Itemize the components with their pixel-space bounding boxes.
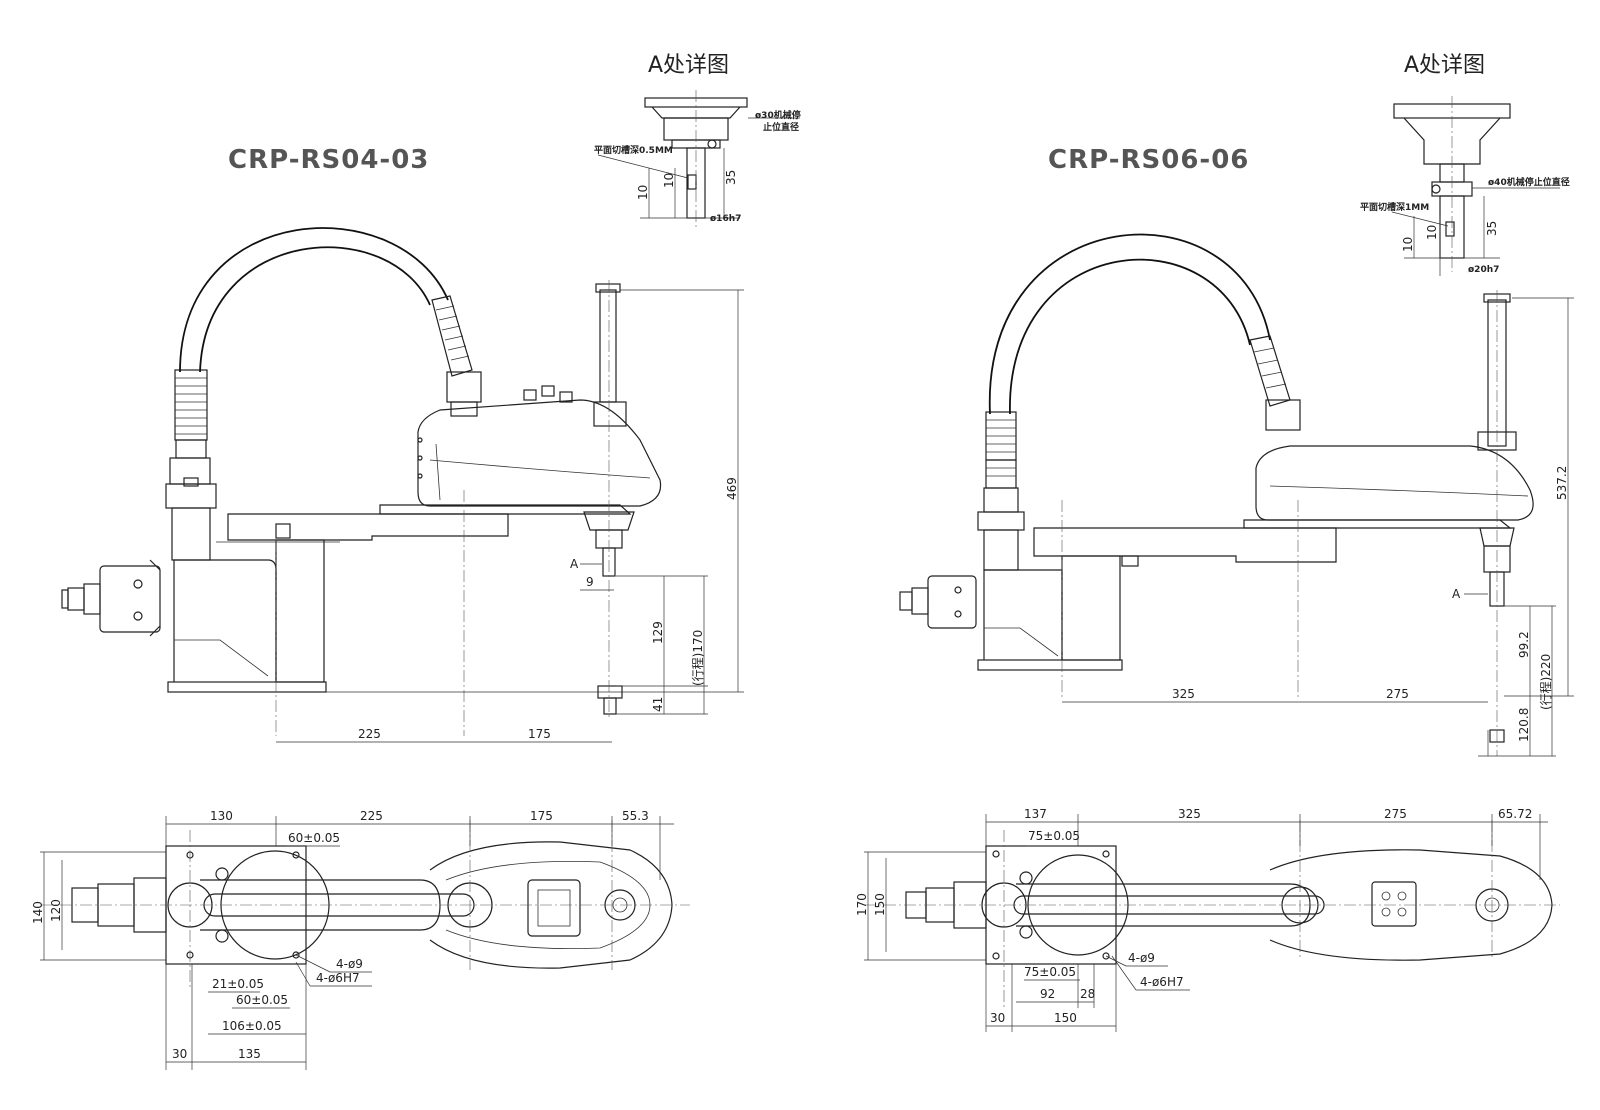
left-detail-title: A处详图 [648,53,729,78]
right-top-dim-150: 150 [873,893,887,916]
right-dim-5372: 537.2 [1555,466,1569,500]
right-detail-dim-35: 35 [1485,221,1499,236]
left-top-dim-135: 135 [238,1047,261,1061]
left-dim-stroke: (行程)170 [690,630,705,686]
right-top-dim-30: 30 [990,1011,1005,1025]
right-top-dim-28: 28 [1080,987,1095,1001]
right-top-hole-6: 4-ø6H7 [1140,975,1184,989]
right-top-dim-137: 137 [1024,807,1047,821]
left-stop-note-2: 止位直径 [763,121,799,133]
left-dim-129: 129 [651,621,665,644]
left-top-hole-9: 4-ø9 [336,957,363,971]
left-top-dim-130: 130 [210,809,233,823]
left-top-hole-6: 4-ø6H7 [316,971,360,985]
right-detail-a-view: ø40机械停止位直径 平面切槽深1MM ø20h7 10 10 35 [1360,96,1570,276]
right-a-marker: A [1452,587,1461,601]
left-groove-note: 平面切槽深0.5MM [594,144,673,156]
left-dim-41: 41 [651,697,665,712]
left-top-dim-60: 60±0.05 [288,831,340,845]
left-top-dimensions: 130 225 175 55.3 60±0.05 140 120 4-ø9 4-… [31,809,674,1070]
right-dim-325: 325 [1172,687,1195,701]
right-stop-note: ø40机械停止位直径 [1488,176,1570,188]
left-top-dim-30: 30 [172,1047,187,1061]
right-top-dim-325: 325 [1178,807,1201,821]
left-top-dim-175: 175 [530,809,553,823]
right-side-dimensions: 537.2 A 99.2 120.8 (行程)220 325 275 [1062,297,1574,757]
left-detail-a-view: ø30机械停 止位直径 平面切槽深0.5MM ø16h7 10 10 35 [594,90,801,228]
right-top-hole-9: 4-ø9 [1128,951,1155,965]
right-groove-note: 平面切槽深1MM [1360,201,1429,213]
left-a-marker: A [570,557,579,571]
left-detail-dim-10b: 10 [662,173,676,188]
right-top-dim-170: 170 [855,893,869,916]
right-top-dimensions: 137 325 275 65.72 75±0.05 170 150 4-ø9 4… [855,807,1548,1032]
left-top-dim-60b: 60±0.05 [236,993,288,1007]
right-detail-title: A处详图 [1404,53,1485,78]
left-top-dim-21: 21±0.05 [212,977,264,991]
left-top-dim-553: 55.3 [622,809,649,823]
left-dim-175: 175 [528,727,551,741]
right-shaft-note: ø20h7 [1468,265,1499,275]
left-side-dimensions: 469 9 A 129 41 (行程)170 225 175 [276,289,744,743]
right-top-dim-275: 275 [1384,807,1407,821]
left-dim-9: 9 [586,575,594,589]
right-dim-275: 275 [1386,687,1409,701]
right-top-dim-6572: 65.72 [1498,807,1532,821]
right-dim-stroke: (行程)220 [1538,654,1553,710]
left-top-dim-140: 140 [31,901,45,924]
left-dim-469: 469 [725,477,739,500]
left-model-title: CRP-RS04-03 [228,145,429,175]
right-robot-side-view [899,233,1534,756]
right-dim-992: 99.2 [1517,631,1531,658]
left-robot-top-view [40,820,690,990]
right-detail-dim-10b: 10 [1425,225,1439,240]
right-dim-1208: 120.8 [1517,708,1531,742]
left-detail-dim-10a: 10 [636,185,650,200]
right-detail-dim-10a: 10 [1401,237,1415,252]
left-stop-note-1: ø30机械停 [755,109,801,121]
left-robot-side-view [61,227,662,736]
left-detail-dim-35: 35 [724,170,738,185]
left-top-dim-120: 120 [49,899,63,922]
right-top-dim-75: 75±0.05 [1028,829,1080,843]
left-dim-225: 225 [358,727,381,741]
right-robot-top-view [864,820,1560,1010]
right-top-dim-150b: 150 [1054,1011,1077,1025]
left-top-dim-225: 225 [360,809,383,823]
left-top-dim-106: 106±0.05 [222,1019,282,1033]
right-top-dim-75b: 75±0.05 [1024,965,1076,979]
right-top-dim-92: 92 [1040,987,1055,1001]
right-model-title: CRP-RS06-06 [1048,145,1249,175]
left-shaft-note: ø16h7 [710,214,741,224]
